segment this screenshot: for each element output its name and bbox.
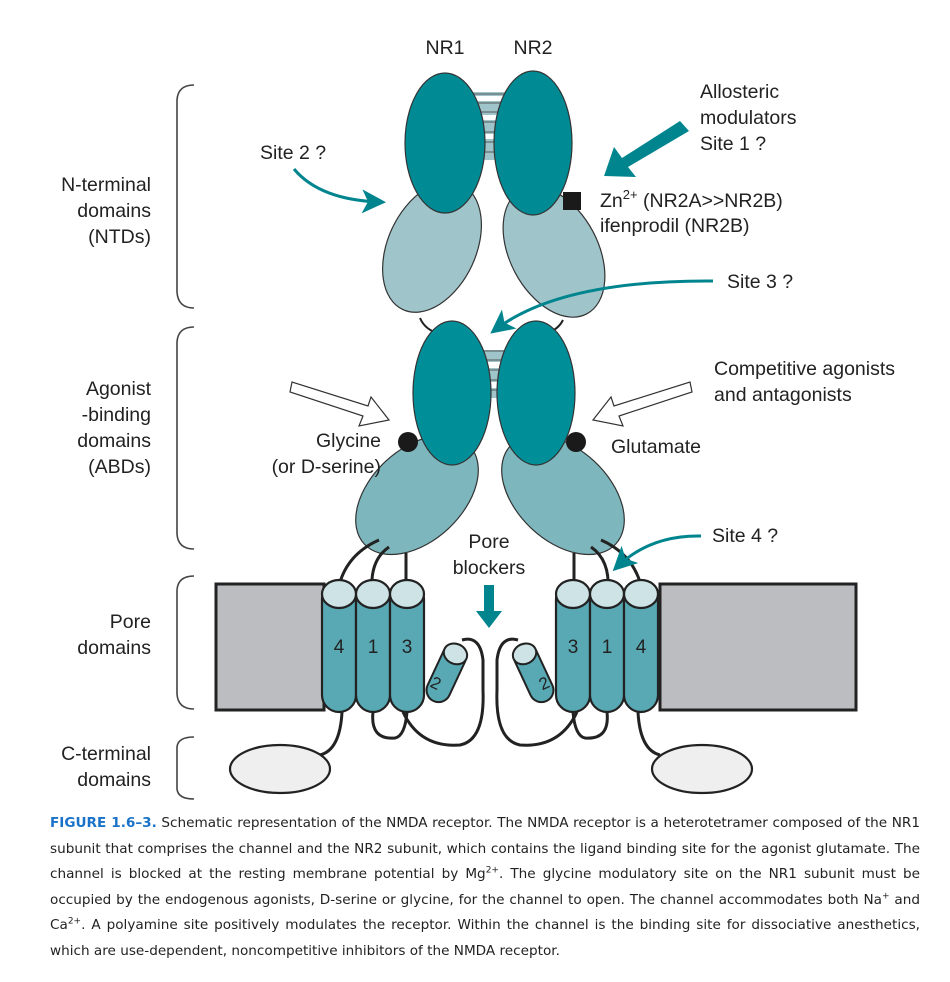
competitive-arrow-right xyxy=(591,381,693,427)
ifenprodil-label: ifenprodil (NR2B) xyxy=(600,215,750,237)
pore-bracket xyxy=(176,575,195,710)
competitive-agonists-label: Competitive agonists and antagonists xyxy=(714,358,895,406)
site4-label: Site 4 ? xyxy=(712,525,778,547)
nr1-abd-upper-lobe xyxy=(412,320,492,466)
svg-text:Pore: Pore xyxy=(468,531,509,553)
site2-label: Site 2 ? xyxy=(260,142,326,164)
svg-text:-binding: -binding xyxy=(82,404,151,426)
site1-arrow xyxy=(604,121,689,177)
membrane-left xyxy=(214,582,326,712)
svg-text:blockers: blockers xyxy=(453,557,526,579)
nr2-helix-3-label: 3 xyxy=(568,637,579,658)
competitive-arrow-left xyxy=(289,381,391,427)
nr2-cterm-domain xyxy=(650,743,754,795)
svg-text:domains: domains xyxy=(77,430,151,452)
glutamate-binding-site xyxy=(566,432,586,452)
svg-text:Agonist: Agonist xyxy=(86,378,152,400)
nr1-helix-3-label: 3 xyxy=(402,637,413,658)
site4-arrow xyxy=(612,534,702,572)
zinc-binding-site-marker xyxy=(563,192,581,210)
pore-domain-label: Pore domains xyxy=(77,611,151,659)
site2-arrow xyxy=(292,168,386,214)
glycine-binding-site xyxy=(398,432,418,452)
svg-text:C-terminal: C-terminal xyxy=(61,743,151,765)
nr2-ntd-upper-lobe xyxy=(493,70,573,216)
cterm-domain-label: C-terminal domains xyxy=(61,743,151,791)
zinc-label: Zn2+ (NR2A>>NR2B) xyxy=(600,187,783,212)
nr2-abd-upper-lobe xyxy=(496,320,576,466)
pore-blockers-label: Pore blockers xyxy=(453,531,526,579)
abd-bracket xyxy=(176,326,195,550)
nr1-helix-1-label: 1 xyxy=(368,637,379,658)
svg-text:domains: domains xyxy=(77,200,151,222)
nr1-label: NR1 xyxy=(425,37,464,59)
svg-text:Competitive agonists: Competitive agonists xyxy=(714,358,895,380)
figure-number: FIGURE 1.6–3. xyxy=(50,815,157,831)
membrane-right xyxy=(658,582,858,712)
glutamate-label: Glutamate xyxy=(611,436,701,458)
nr1-ntd-upper-lobe xyxy=(404,72,486,214)
glycine-label: Glycine (or D-serine) xyxy=(272,430,381,478)
nr1-cterm-domain xyxy=(228,743,332,795)
svg-text:and antagonists: and antagonists xyxy=(714,384,852,406)
nmda-receptor-diagram: NR1 NR2 N-terminal domains (NTDs) Agonis… xyxy=(61,37,895,800)
svg-text:domains: domains xyxy=(77,637,151,659)
figure-caption: FIGURE 1.6–3. Schematic representation o… xyxy=(50,815,921,959)
cterm-bracket xyxy=(176,736,195,800)
site3-label: Site 3 ? xyxy=(727,271,793,293)
svg-text:(ABDs): (ABDs) xyxy=(88,456,151,478)
site3-arrow xyxy=(490,279,714,334)
svg-text:domains: domains xyxy=(77,769,151,791)
svg-text:Allosteric: Allosteric xyxy=(700,81,779,103)
allosteric-modulators-label: Allosteric modulators Site 1 ? xyxy=(700,81,797,155)
ntd-domain-label: N-terminal domains (NTDs) xyxy=(61,174,151,248)
nr2-label: NR2 xyxy=(513,37,552,59)
svg-text:Glycine: Glycine xyxy=(316,430,381,452)
ntd-bracket xyxy=(176,84,195,309)
svg-text:(NTDs): (NTDs) xyxy=(88,226,151,248)
svg-text:Pore: Pore xyxy=(110,611,151,633)
nr2-helix-1-label: 1 xyxy=(602,637,613,658)
nr2-transmembrane-helices: 3 1 4 2 xyxy=(495,578,661,757)
pore-blocker-arrow xyxy=(476,585,502,628)
svg-text:Site 1 ?: Site 1 ? xyxy=(700,133,766,155)
svg-text:modulators: modulators xyxy=(700,107,797,129)
nr2-helix-4-label: 4 xyxy=(636,637,647,658)
nr1-transmembrane-helices: 4 1 3 2 xyxy=(319,578,485,757)
nr1-helix-4-label: 4 xyxy=(334,637,345,658)
svg-text:(or D-serine): (or D-serine) xyxy=(272,456,381,478)
abd-domain-label: Agonist -binding domains (ABDs) xyxy=(77,378,151,478)
svg-text:N-terminal: N-terminal xyxy=(61,174,151,196)
